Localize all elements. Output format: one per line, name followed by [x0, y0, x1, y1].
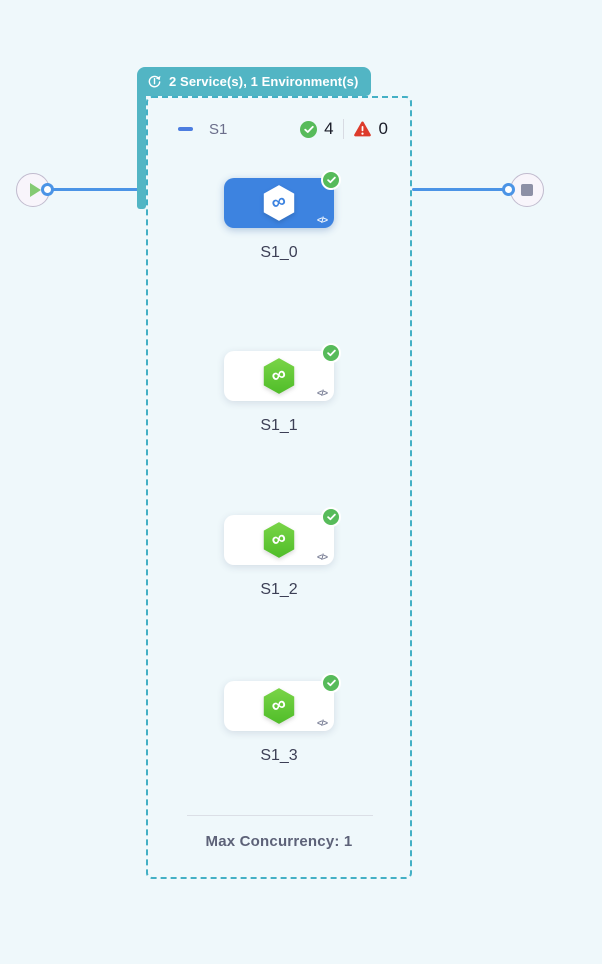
- edge-start-to-stage: [52, 188, 140, 191]
- stage-name-group[interactable]: S1: [178, 121, 227, 138]
- step-card-s1-2[interactable]: ∞ </>: [224, 507, 341, 565]
- stage-services-badge[interactable]: 2 Service(s), 1 Environment(s): [137, 67, 372, 96]
- code-icon: </>: [316, 552, 328, 562]
- success-check-icon: [300, 120, 318, 138]
- success-count: 4: [324, 119, 334, 138]
- step-node: ∞ </> S1_2: [224, 507, 341, 598]
- end-connector-port: [502, 183, 515, 196]
- success-status-badge: [321, 170, 341, 190]
- counts-divider: [342, 119, 344, 139]
- step-card-s1-3[interactable]: ∞ </>: [224, 673, 341, 731]
- step-card-s1-0[interactable]: ∞ </>: [224, 170, 341, 228]
- step-label: S1_0: [260, 244, 298, 261]
- warning-triangle-icon: [353, 120, 372, 138]
- stage-badge-label: 2 Service(s), 1 Environment(s): [169, 74, 359, 89]
- step-label: S1_1: [260, 417, 298, 434]
- step-node: ∞ </> S1_1: [224, 343, 341, 434]
- success-status-badge: [321, 343, 341, 363]
- code-icon: </>: [316, 718, 328, 728]
- error-count: 0: [378, 119, 388, 138]
- step-node: ∞ </> S1_3: [224, 673, 341, 764]
- success-status-badge: [321, 507, 341, 527]
- edge-stage-to-end: [412, 188, 504, 191]
- stage-name: S1: [209, 120, 228, 138]
- code-icon: </>: [316, 388, 328, 398]
- success-status-badge: [321, 673, 341, 693]
- code-icon: </>: [316, 215, 328, 225]
- sync-loop-icon: [147, 74, 162, 89]
- collapse-minus-icon[interactable]: [178, 127, 193, 131]
- infinity-hexagon-icon: ∞: [262, 184, 296, 222]
- step-label: S1_2: [260, 581, 298, 598]
- play-icon: [29, 183, 41, 197]
- step-label: S1_3: [260, 747, 298, 764]
- max-concurrency-label: Max Concurrency: 1: [205, 833, 353, 850]
- stage-group-container: [146, 96, 412, 879]
- infinity-hexagon-icon: ∞: [262, 687, 296, 725]
- start-connector-port: [41, 183, 54, 196]
- infinity-hexagon-icon: ∞: [262, 521, 296, 559]
- step-card-s1-1[interactable]: ∞ </>: [224, 343, 341, 401]
- stage-badge-tail: [137, 95, 146, 209]
- stage-status-summary: 4 0: [300, 119, 388, 139]
- step-node: ∞ </> S1_0: [224, 170, 341, 261]
- stage-header-row: S1 4 0: [148, 112, 410, 146]
- infinity-hexagon-icon: ∞: [262, 357, 296, 395]
- stop-icon: [521, 184, 533, 196]
- footer-divider: [187, 815, 373, 816]
- end-node[interactable]: [510, 173, 544, 207]
